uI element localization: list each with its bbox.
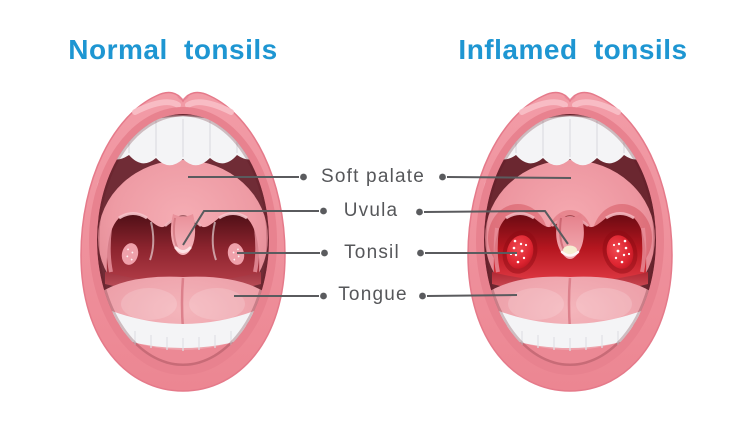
panel-title-normal: Normal tonsils bbox=[68, 34, 278, 65]
tonsil-left-normal bbox=[121, 243, 139, 265]
tonsil-right-normal bbox=[227, 243, 245, 265]
tonsil-right-inflamed bbox=[602, 230, 638, 274]
label-uvula: Uvula bbox=[343, 200, 399, 221]
label-tonsil: Tonsil bbox=[344, 242, 400, 263]
lower-teeth bbox=[489, 310, 651, 351]
label-tongue: Tongue bbox=[338, 284, 408, 305]
mouth-normal-illustration bbox=[80, 91, 286, 392]
mouth-inflamed-illustration bbox=[467, 91, 673, 392]
panel-title-inflamed: Inflamed tonsils bbox=[458, 34, 688, 65]
uvula-white-patch bbox=[563, 245, 577, 255]
label-soft-palate: Soft palate bbox=[320, 166, 426, 187]
